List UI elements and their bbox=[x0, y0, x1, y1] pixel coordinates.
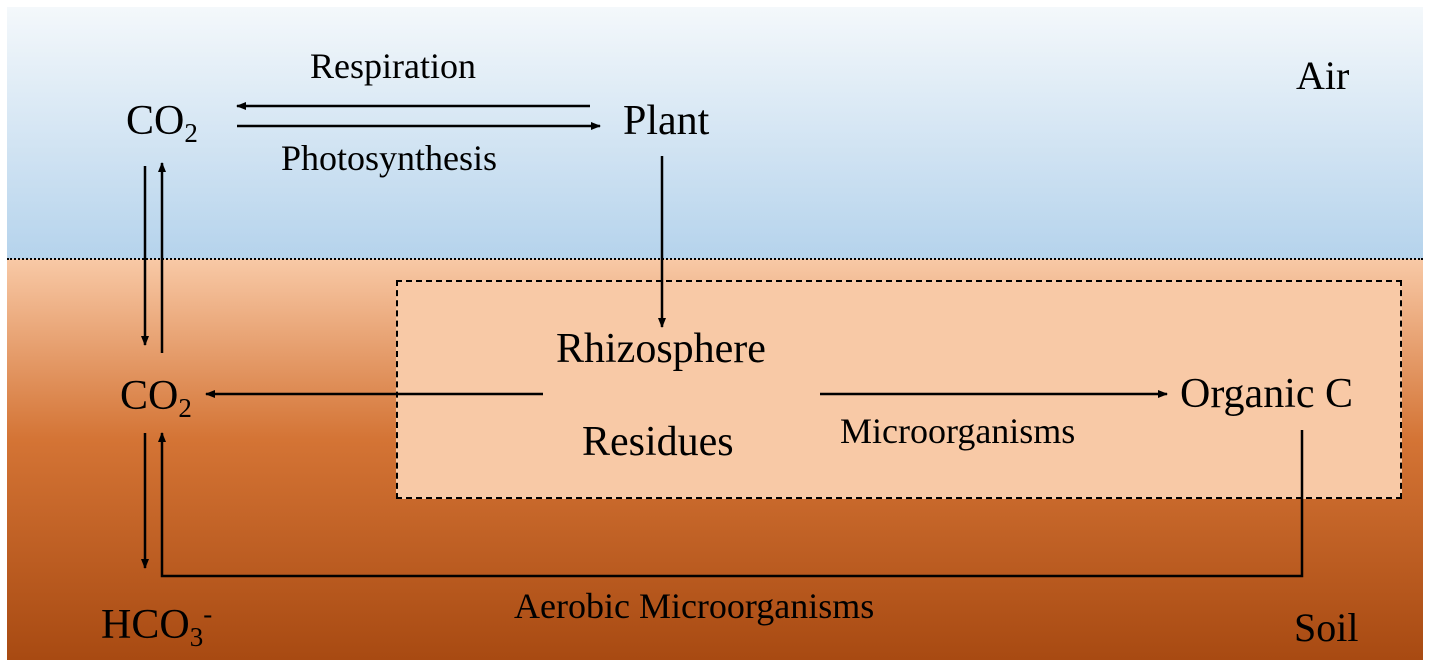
residues-node: Residues bbox=[582, 419, 734, 465]
plant-node: Plant bbox=[623, 98, 710, 144]
photosynthesis-label: Photosynthesis bbox=[281, 138, 498, 178]
soil-label: Soil bbox=[1294, 605, 1359, 650]
air-co2-node: CO2 bbox=[126, 98, 198, 149]
air-zone bbox=[7, 7, 1423, 259]
aerobic-microorganisms-label: Aerobic Microorganisms bbox=[514, 586, 875, 626]
organic-c-node: Organic C bbox=[1180, 371, 1354, 417]
soil-co2-node: CO2 bbox=[120, 373, 192, 424]
respiration-label: Respiration bbox=[310, 46, 476, 86]
hco3-node: HCO3- bbox=[101, 599, 213, 653]
ground-surface-line bbox=[7, 258, 1423, 260]
rhizosphere-node: Rhizosphere bbox=[556, 326, 766, 372]
air-label: Air bbox=[1296, 53, 1350, 98]
microorganisms-label: Microorganisms bbox=[840, 411, 1076, 451]
